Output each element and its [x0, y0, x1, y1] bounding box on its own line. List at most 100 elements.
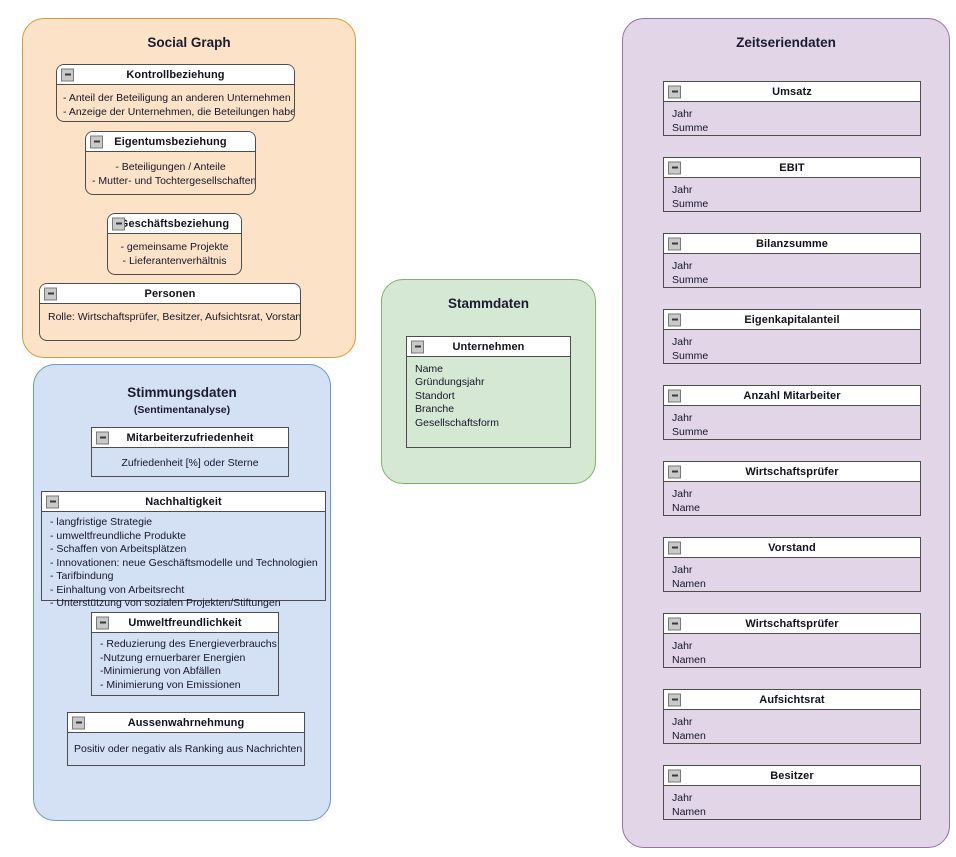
box-title: EBIT: [779, 161, 805, 174]
collapse-minus-icon[interactable]: [668, 85, 681, 98]
box-title: Unternehmen: [452, 340, 525, 353]
collapse-minus-icon[interactable]: [96, 431, 109, 444]
collapse-minus-icon[interactable]: [668, 617, 681, 630]
box-header[interactable]: Unternehmen: [407, 337, 570, 357]
box-line: Summe: [672, 197, 709, 210]
box-header[interactable]: Aussenwahrnehmung: [68, 713, 304, 733]
box-title: Mitarbeiterzufriedenheit: [126, 431, 254, 444]
box-umweltfreundlichkeit[interactable]: Umweltfreundlichkeit - Reduzierung des E…: [91, 612, 279, 696]
box-header[interactable]: Nachhaltigkeit: [42, 492, 325, 512]
box-line: Namen: [672, 729, 706, 742]
collapse-minus-icon[interactable]: [411, 340, 424, 353]
box-line: Name: [415, 363, 444, 375]
box-line: Summe: [672, 349, 709, 362]
box-header[interactable]: Personen: [40, 284, 300, 304]
box-title: Anzahl Mitarbeiter: [743, 389, 841, 402]
box-aussenwahrnehmung[interactable]: Aussenwahrnehmung Positiv oder negativ a…: [67, 712, 305, 766]
box-geschaeftsbeziehung[interactable]: Geschäftsbeziehung - gemeinsame Projekte…: [107, 213, 242, 275]
box-line: Jahr: [672, 716, 693, 728]
box-line: Jahr: [672, 640, 693, 652]
collapse-minus-icon[interactable]: [46, 495, 59, 508]
panel-zeitseriendaten-title: Zeitseriendaten: [736, 35, 836, 50]
collapse-minus-icon[interactable]: [112, 217, 125, 230]
panel-stammdaten[interactable]: Stammdaten Unternehmen Name Gründungsjah…: [381, 279, 596, 484]
box-header[interactable]: Bilanzsumme: [664, 234, 920, 254]
box-line: Positiv oder negativ als Ranking aus Nac…: [74, 743, 303, 755]
box-body: Rolle: Wirtschaftsprüfer, Besitzer, Aufs…: [40, 304, 300, 330]
collapse-minus-icon[interactable]: [668, 237, 681, 250]
box-header[interactable]: Eigenkapitalanteil: [664, 310, 920, 330]
box-header[interactable]: Anzahl Mitarbeiter: [664, 386, 920, 406]
panel-stimmungsdaten[interactable]: Stimmungsdaten (Sentimentanalyse) Mitarb…: [33, 364, 331, 821]
collapse-minus-icon[interactable]: [668, 541, 681, 554]
box-line: Namen: [672, 577, 706, 590]
box-line: - Beteiligungen / Anteile: [115, 161, 226, 173]
box-line: Namen: [672, 805, 706, 818]
box-header[interactable]: Mitarbeiterzufriedenheit: [92, 428, 288, 448]
collapse-minus-icon[interactable]: [668, 161, 681, 174]
collapse-minus-icon[interactable]: [668, 389, 681, 402]
box-header[interactable]: Geschäftsbeziehung: [108, 214, 241, 234]
box-header[interactable]: Besitzer: [664, 766, 920, 786]
box-personen[interactable]: Personen Rolle: Wirtschaftsprüfer, Besit…: [39, 283, 301, 341]
box-line: Jahr: [672, 108, 693, 120]
collapse-minus-icon[interactable]: [72, 716, 85, 729]
box-line: Gründungsjahr: [415, 376, 485, 389]
box-title: Personen: [144, 287, 196, 300]
box-kontrollbeziehung[interactable]: Kontrollbeziehung - Anteil der Beteiligu…: [56, 64, 295, 122]
box-eigentumsbeziehung[interactable]: Eigentumsbeziehung - Beteiligungen / Ant…: [85, 131, 256, 195]
box-line: Jahr: [672, 184, 693, 196]
box-line: -Nutzung ernuerbarer Energien: [100, 651, 246, 664]
box-header[interactable]: Eigentumsbeziehung: [86, 132, 255, 152]
box-body: - gemeinsame Projekte - Lieferantenverhä…: [108, 234, 241, 274]
box-header[interactable]: Wirtschaftsprüfer: [664, 462, 920, 482]
box-line: Standort: [415, 389, 455, 402]
box-header[interactable]: Vorstand: [664, 538, 920, 558]
panel-social-graph[interactable]: Social Graph Kontrollbeziehung - Anteil …: [22, 18, 356, 358]
box-body: - Anteil der Beteiligung an anderen Unte…: [57, 85, 295, 121]
box-title: Kontrollbeziehung: [126, 68, 225, 81]
box-body: Zufriedenheit [%] oder Sterne: [92, 448, 288, 476]
box-line: - langfristige Strategie: [50, 516, 153, 528]
box-mitarbeiterzufriedenheit[interactable]: Mitarbeiterzufriedenheit Zufriedenheit […: [91, 427, 289, 477]
box-header[interactable]: Kontrollbeziehung: [57, 65, 294, 85]
panel-stammdaten-title: Stammdaten: [447, 296, 530, 311]
box-header[interactable]: Umweltfreundlichkeit: [92, 613, 278, 633]
box-line: - umweltfreundliche Produkte: [50, 529, 186, 542]
box-line: - Anzeige der Unternehmen, die Beteilung…: [63, 105, 295, 118]
box-header[interactable]: Wirtschaftsprüfer: [664, 614, 920, 634]
collapse-minus-icon[interactable]: [668, 465, 681, 478]
collapse-minus-icon[interactable]: [668, 313, 681, 326]
box-line: - Minimierung von Emissionen: [100, 678, 241, 691]
collapse-minus-icon[interactable]: [90, 135, 103, 148]
collapse-minus-icon[interactable]: [44, 287, 57, 300]
box-nachhaltigkeit[interactable]: Nachhaltigkeit - langfristige Strategie …: [41, 491, 326, 609]
collapse-minus-icon[interactable]: [668, 693, 681, 706]
box-header[interactable]: Aufsichtsrat: [664, 690, 920, 710]
box-unternehmen[interactable]: Unternehmen Name Gründungsjahr Standort …: [406, 336, 571, 448]
box-header[interactable]: EBIT: [664, 158, 920, 178]
collapse-minus-icon[interactable]: [96, 616, 109, 629]
box-header[interactable]: Umsatz: [664, 82, 920, 102]
collapse-minus-icon[interactable]: [61, 68, 74, 81]
box-line: - Reduzierung des Energieverbrauchs: [100, 638, 277, 650]
collapse-minus-icon[interactable]: [668, 769, 681, 782]
